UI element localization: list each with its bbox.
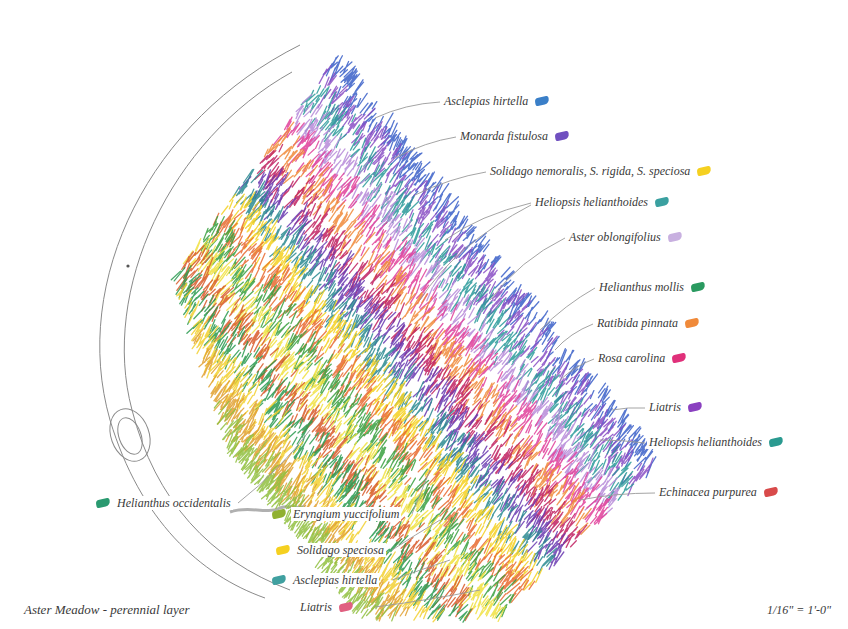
leader-line bbox=[375, 590, 480, 607]
species-label: Monarda fistulosa bbox=[458, 129, 550, 143]
color-swatch bbox=[697, 166, 712, 177]
species-label: Rosa carolina bbox=[596, 351, 667, 365]
leader-line bbox=[580, 493, 655, 500]
color-swatch bbox=[271, 575, 286, 586]
species-label: Aster oblongifolius bbox=[567, 230, 663, 244]
leader-line bbox=[392, 520, 440, 550]
species-label: Solidago nemoralis, S. rigida, S. specio… bbox=[488, 164, 692, 178]
plan-title: Aster Meadow - perennial layer bbox=[22, 603, 192, 617]
legend-entry: Helianthus occidentalis bbox=[96, 496, 233, 510]
pencil-strokes bbox=[184, 235, 506, 622]
color-swatch bbox=[338, 602, 353, 613]
legend-entry: Liatris bbox=[647, 400, 702, 414]
leader-line bbox=[490, 238, 565, 300]
legend-entry: Heliopsis helianthoides bbox=[647, 435, 783, 449]
pencil-dot bbox=[126, 264, 129, 267]
color-swatch bbox=[768, 437, 783, 448]
leader-line bbox=[420, 205, 531, 300]
color-swatch bbox=[95, 498, 110, 509]
leader-line bbox=[395, 137, 456, 158]
color-swatch bbox=[554, 131, 569, 142]
color-swatch bbox=[672, 353, 687, 364]
legend-entry: Heliopsis helianthoides bbox=[533, 195, 669, 209]
callout: 1/16" = 1'-0" bbox=[765, 603, 833, 617]
color-swatch bbox=[684, 318, 699, 329]
species-label: Solidago speciosa bbox=[295, 543, 386, 557]
scale-note: 1/16" = 1'-0" bbox=[765, 603, 833, 617]
species-label: Asclepias hirtella bbox=[291, 573, 379, 587]
legend-entry: Asclepias hirtella bbox=[272, 573, 379, 587]
leader-line bbox=[560, 359, 594, 380]
colored-hatching bbox=[171, 56, 656, 622]
species-label: Eryngium yuccifolium bbox=[291, 507, 401, 521]
leader-line bbox=[375, 102, 440, 118]
color-swatch bbox=[687, 402, 702, 413]
leader-line bbox=[238, 430, 310, 503]
leader-line bbox=[415, 172, 486, 195]
color-swatch bbox=[654, 197, 669, 208]
legend-entry: Solidago nemoralis, S. rigida, S. specio… bbox=[488, 164, 711, 178]
pencil-strokes bbox=[233, 169, 557, 573]
color-swatch bbox=[271, 509, 286, 520]
species-label: Helianthus occidentalis bbox=[115, 496, 233, 510]
species-label: Heliopsis helianthoides bbox=[533, 195, 650, 209]
species-label: Echinacea purpurea bbox=[657, 485, 759, 499]
leader-line bbox=[540, 288, 595, 330]
legend-entry: Aster oblongifolius bbox=[567, 230, 682, 244]
species-label: Ratibida pinnata bbox=[595, 316, 680, 330]
legend-entry: Monarda fistulosa bbox=[458, 129, 569, 143]
legend-entry: Helianthus mollis bbox=[597, 280, 705, 294]
color-swatch bbox=[763, 487, 778, 498]
color-swatch bbox=[690, 282, 705, 293]
pencil-strokes bbox=[193, 329, 409, 621]
boulder bbox=[103, 403, 157, 467]
legend-entry: Asclepias hirtella bbox=[442, 94, 549, 108]
leader-line bbox=[392, 560, 450, 580]
leader-line bbox=[600, 440, 645, 443]
color-swatch bbox=[667, 232, 682, 243]
legend-entry: Solidago speciosa bbox=[276, 543, 386, 557]
leader-line bbox=[612, 408, 645, 410]
boulder bbox=[113, 414, 147, 457]
leader-line bbox=[412, 470, 430, 514]
leader-line bbox=[445, 203, 531, 240]
species-label: Liatris bbox=[298, 600, 334, 614]
leader-line bbox=[555, 324, 593, 350]
legend-entry: Eryngium yuccifolium bbox=[272, 507, 401, 521]
species-label: Liatris bbox=[647, 400, 683, 414]
pencil-strokes bbox=[171, 266, 471, 622]
callout: Aster Meadow - perennial layer bbox=[22, 603, 192, 617]
species-label: Asclepias hirtella bbox=[442, 94, 530, 108]
legend-entry: Ratibida pinnata bbox=[595, 316, 699, 330]
pencil-strokes bbox=[177, 284, 444, 622]
legend-entry: Echinacea purpurea bbox=[657, 485, 778, 499]
species-label: Heliopsis helianthoides bbox=[647, 435, 764, 449]
legend-entry: Rosa carolina bbox=[596, 351, 686, 365]
color-swatch bbox=[535, 96, 550, 107]
legend-entry: Liatris bbox=[298, 600, 353, 614]
species-label: Helianthus mollis bbox=[597, 280, 686, 294]
color-swatch bbox=[275, 545, 290, 556]
